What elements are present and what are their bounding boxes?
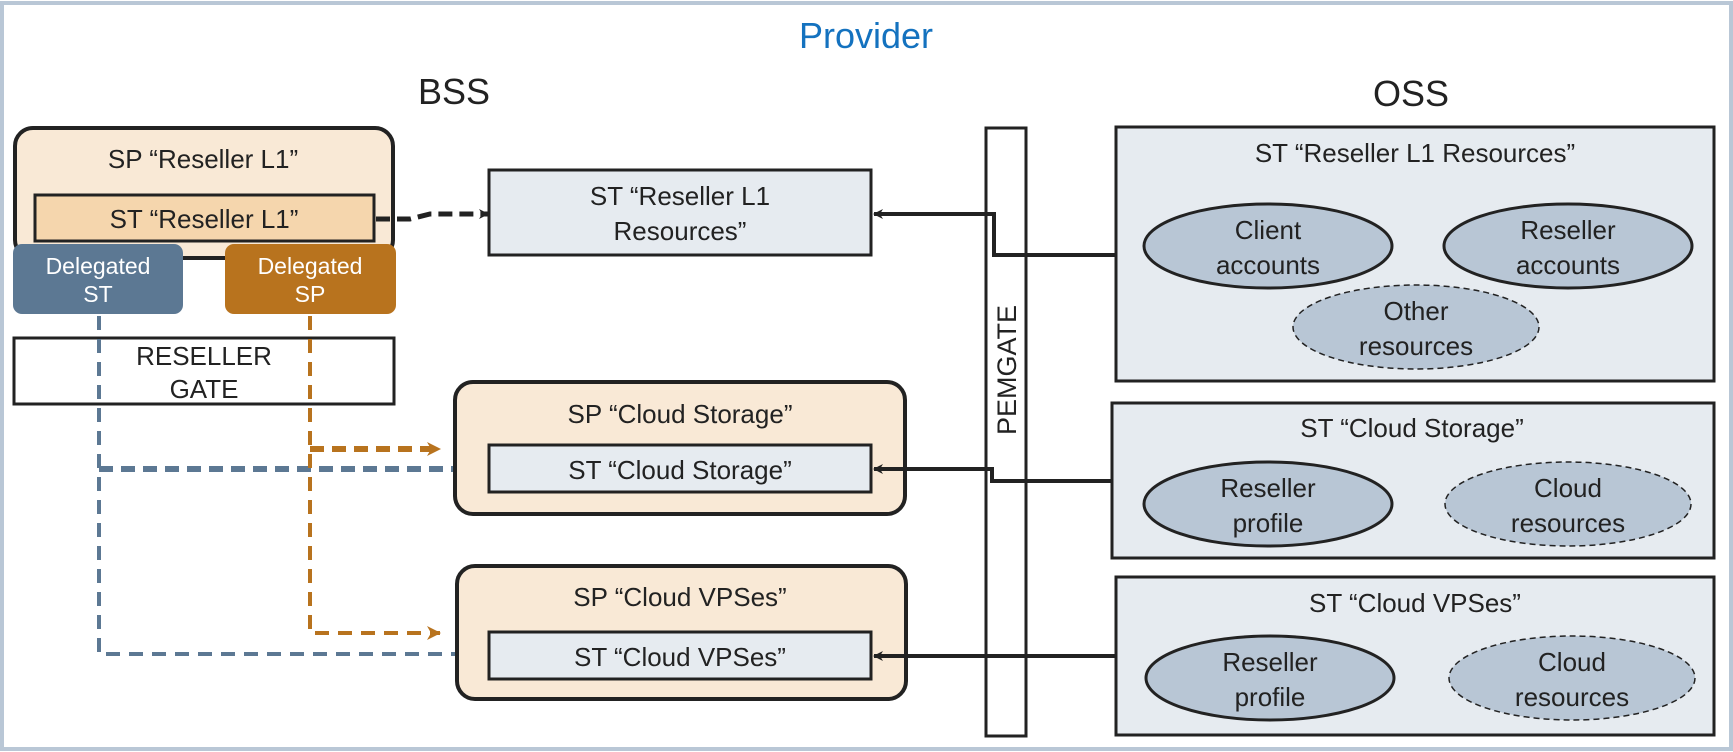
svg-text:ST “Cloud Storage”: ST “Cloud Storage”: [1300, 413, 1524, 443]
svg-text:profile: profile: [1233, 508, 1304, 538]
svg-text:Delegated: Delegated: [46, 253, 151, 279]
svg-text:ST “Reseller L1 Resources”: ST “Reseller L1 Resources”: [1255, 138, 1575, 168]
ellipse-reseller-profile-vpses[interactable]: Reseller profile: [1144, 634, 1396, 722]
ellipse-reseller-profile-storage[interactable]: Reseller profile: [1142, 460, 1394, 548]
provider-title: Provider: [799, 15, 933, 56]
svg-text:PEMGATE: PEMGATE: [992, 305, 1022, 435]
svg-text:SP “Cloud Storage”: SP “Cloud Storage”: [568, 399, 793, 429]
svg-text:SP “Cloud VPSes”: SP “Cloud VPSes”: [573, 582, 786, 612]
st-cloud-vpses-bss[interactable]: [487, 630, 873, 681]
ellipse-reseller-accounts[interactable]: Reseller accounts: [1442, 202, 1694, 290]
svg-text:resources: resources: [1511, 508, 1625, 538]
svg-text:ST “Cloud VPSes”: ST “Cloud VPSes”: [1309, 588, 1521, 618]
svg-text:RESELLER: RESELLER: [136, 341, 272, 371]
pemgate-connectors: [873, 209, 1116, 661]
st-reseller-l1-label: ST “Reseller L1”: [110, 204, 299, 234]
svg-text:Delegated: Delegated: [258, 253, 363, 279]
svg-text:profile: profile: [1235, 682, 1306, 712]
delegated-sp-connectors: [308, 316, 441, 640]
svg-text:Reseller: Reseller: [1220, 473, 1316, 503]
st-reseller-l1[interactable]: [33, 193, 376, 243]
svg-text:ST: ST: [83, 281, 112, 307]
svg-text:ST “Reseller L1: ST “Reseller L1: [590, 181, 770, 211]
sp-reseller-l1[interactable]: SP “Reseller L1” ST “Reseller L1”: [13, 126, 395, 260]
bss-heading: BSS: [418, 71, 490, 112]
delegated-sp-badge[interactable]: Delegated SP: [225, 244, 396, 314]
oss-st-cloud-storage[interactable]: ST “Cloud Storage” Reseller profile Clou…: [1110, 401, 1716, 560]
ellipse-other-resources[interactable]: Other resources: [1292, 284, 1540, 370]
svg-text:accounts: accounts: [1216, 250, 1320, 280]
oss-st-reseller-l1-resources[interactable]: ST “Reseller L1 Resources” Client accoun…: [1114, 125, 1716, 383]
svg-text:Resources”: Resources”: [614, 216, 747, 246]
svg-text:GATE: GATE: [170, 374, 239, 404]
svg-text:Reseller: Reseller: [1222, 647, 1318, 677]
reseller-gate[interactable]: RESELLER GATE: [12, 336, 396, 406]
oss-cloud-storage-link: [873, 464, 1112, 483]
svg-text:Client: Client: [1235, 215, 1302, 245]
ellipse-client-accounts[interactable]: Client accounts: [1142, 202, 1394, 290]
svg-text:ST “Cloud VPSes”: ST “Cloud VPSes”: [574, 642, 786, 672]
svg-text:Cloud: Cloud: [1538, 647, 1606, 677]
st-reseller-l1-to-resources-link: [376, 209, 489, 222]
svg-text:Reseller: Reseller: [1520, 215, 1616, 245]
sp-cloud-storage[interactable]: SP “Cloud Storage” ST “Cloud Storage”: [453, 380, 907, 516]
oss-heading: OSS: [1373, 73, 1449, 114]
svg-text:Cloud: Cloud: [1534, 473, 1602, 503]
st-reseller-l1-resources-bss[interactable]: ST “Reseller L1 Resources”: [487, 168, 873, 257]
svg-text:ST “Cloud Storage”: ST “Cloud Storage”: [568, 455, 792, 485]
delegated-st-badge[interactable]: Delegated ST: [13, 244, 183, 314]
svg-text:Other: Other: [1383, 296, 1448, 326]
ellipse-cloud-resources-vpses[interactable]: Cloud resources: [1448, 635, 1696, 721]
st-cloud-storage-bss[interactable]: [487, 443, 873, 494]
delegated-sp-to-cloud-vpses: [308, 316, 441, 640]
svg-text:resources: resources: [1515, 682, 1629, 712]
oss-st-cloud-vpses[interactable]: ST “Cloud VPSes” Reseller profile Cloud …: [1114, 575, 1716, 737]
delegated-st-connectors: [97, 316, 477, 661]
sp-cloud-vpses[interactable]: SP “Cloud VPSes” ST “Cloud VPSes”: [455, 564, 908, 701]
ellipse-cloud-resources-storage[interactable]: Cloud resources: [1444, 461, 1692, 547]
oss-reseller-resources-link: [873, 209, 1116, 257]
sp-reseller-l1-label: SP “Reseller L1”: [108, 144, 298, 174]
svg-text:resources: resources: [1359, 331, 1473, 361]
svg-text:SP: SP: [295, 281, 326, 307]
svg-text:accounts: accounts: [1516, 250, 1620, 280]
